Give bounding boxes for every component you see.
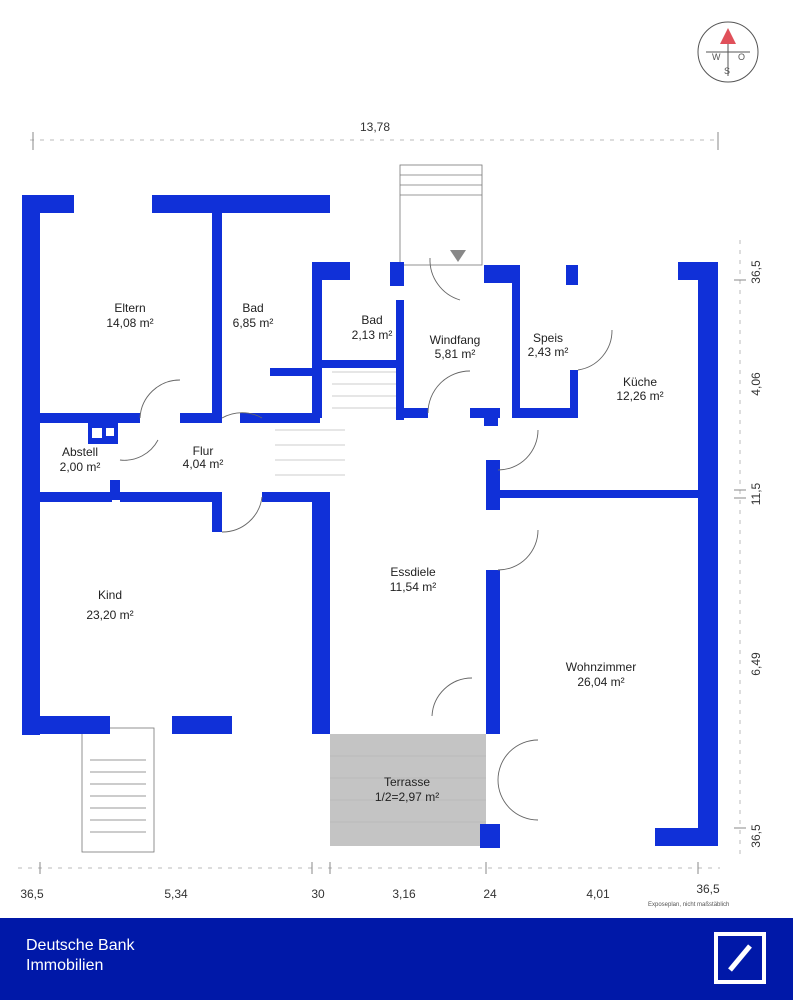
footer-bar: Deutsche Bank Immobilien bbox=[0, 918, 793, 1000]
room-eltern-name: Eltern bbox=[114, 301, 145, 315]
room-bad2-name: Bad bbox=[361, 313, 382, 327]
bottom-dim-0: 36,5 bbox=[20, 887, 44, 901]
stairs-icon bbox=[399, 164, 483, 266]
room-flur-name: Flur bbox=[193, 444, 214, 458]
deutsche-bank-logo-icon bbox=[714, 932, 766, 984]
room-kueche-area: 12,26 m² bbox=[616, 389, 663, 403]
room-kind-name: Kind bbox=[98, 588, 122, 602]
bottom-dim-5: 4,01 bbox=[586, 887, 610, 901]
room-windfang-name: Windfang bbox=[430, 333, 481, 347]
room-abstell-area: 2,00 m² bbox=[60, 460, 101, 474]
room-eltern-area: 14,08 m² bbox=[106, 316, 153, 330]
room-terrasse-name: Terrasse bbox=[384, 775, 430, 789]
compass-east: O bbox=[738, 52, 745, 62]
top-dimension-label: 13,78 bbox=[360, 120, 390, 134]
walls bbox=[22, 195, 718, 848]
bottom-dim-2: 30 bbox=[311, 887, 325, 901]
room-abstell-name: Abstell bbox=[62, 445, 98, 459]
interior-stairs bbox=[275, 371, 400, 476]
room-wohnzimmer-area: 26,04 m² bbox=[577, 675, 624, 689]
brand-text: Deutsche Bank Immobilien bbox=[26, 936, 135, 976]
right-dimensions: 36,5 4,06 11,5 6,49 36,5 bbox=[734, 240, 763, 860]
room-speis-name: Speis bbox=[533, 331, 563, 345]
abstell-fixture bbox=[92, 428, 114, 438]
bottom-dim-1: 5,34 bbox=[164, 887, 188, 901]
room-terrasse-area: 1/2=2,97 m² bbox=[375, 790, 439, 804]
room-labels: Eltern 14,08 m² Bad 6,85 m² Bad 2,13 m² … bbox=[60, 301, 664, 804]
garden-stairs bbox=[81, 727, 155, 853]
right-dim-3: 6,49 bbox=[749, 652, 763, 676]
room-bad1-name: Bad bbox=[242, 301, 263, 315]
right-dim-4: 36,5 bbox=[749, 824, 763, 848]
room-bad1-area: 6,85 m² bbox=[233, 316, 274, 330]
compass-south: S bbox=[724, 66, 730, 76]
door-swing-icon bbox=[119, 257, 613, 821]
room-windfang-area: 5,81 m² bbox=[435, 347, 476, 361]
top-dimension: 13,78 bbox=[30, 120, 720, 150]
floor-plan: W O S 13,78 bbox=[18, 21, 763, 908]
bottom-dim-3: 3,16 bbox=[392, 887, 416, 901]
room-speis-area: 2,43 m² bbox=[528, 345, 569, 359]
room-essdiele-area: 11,54 m² bbox=[390, 580, 436, 594]
room-kind-area: 23,20 m² bbox=[86, 608, 133, 622]
right-dim-0: 36,5 bbox=[749, 260, 763, 284]
room-essdiele-name: Essdiele bbox=[390, 565, 436, 579]
brand-line-2: Immobilien bbox=[26, 957, 104, 974]
bottom-dim-4: 24 bbox=[483, 887, 497, 901]
room-kueche-name: Küche bbox=[623, 375, 657, 389]
compass-west: W bbox=[712, 52, 721, 62]
brand-line-1: Deutsche Bank bbox=[26, 937, 135, 954]
room-wohnzimmer-name: Wohnzimmer bbox=[566, 660, 636, 674]
compass-icon: W O S bbox=[697, 21, 759, 83]
room-bad2-area: 2,13 m² bbox=[352, 328, 393, 342]
plan-note: Exposeplan, nicht maßstäblich bbox=[648, 902, 729, 908]
right-dim-2: 11,5 bbox=[749, 482, 763, 505]
bottom-dim-6: 36,5 bbox=[696, 882, 720, 896]
bottom-dimensions: 36,5 5,34 30 3,16 24 4,01 36,5 Exposepla… bbox=[18, 862, 729, 908]
right-dim-1: 4,06 bbox=[749, 372, 763, 396]
room-flur-area: 4,04 m² bbox=[183, 457, 224, 471]
terrace-area bbox=[330, 734, 486, 846]
